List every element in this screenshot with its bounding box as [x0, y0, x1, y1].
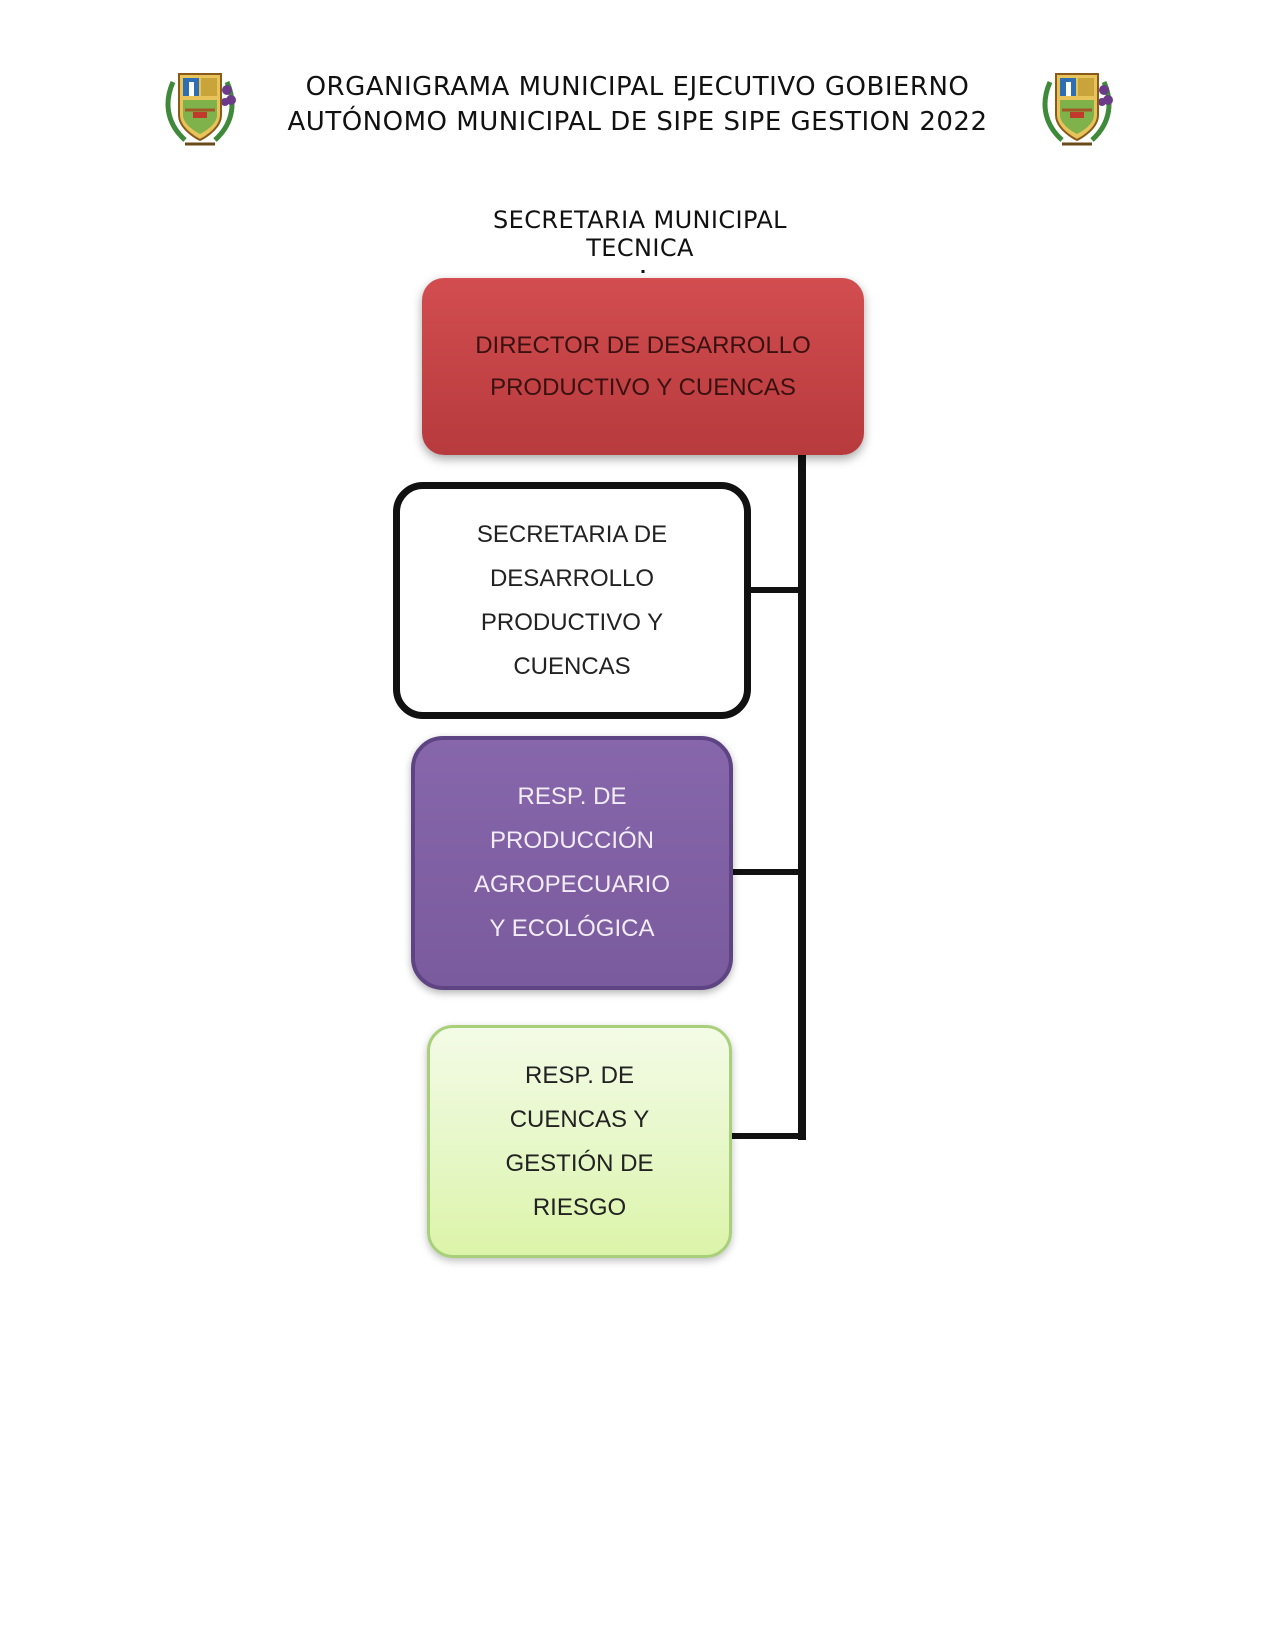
produccion-label-line1: RESP. DE — [517, 783, 627, 810]
secretaria-label-line3: PRODUCTIVO Y — [480, 608, 664, 636]
secretaria-label-line2: DESARROLLO — [489, 564, 655, 592]
produccion-box: RESP. DE PRODUCCIÓN AGROPECUARIO Y ECOLÓ… — [411, 736, 733, 990]
director-box: DIRECTOR DE DESARROLLO PRODUCTIVO Y CUEN… — [422, 278, 864, 455]
produccion-label-line3: AGROPECUARIO — [473, 871, 671, 898]
cuencas-label-line4: RIESGO — [532, 1193, 627, 1221]
director-label-line1: DIRECTOR DE DESARROLLO — [475, 331, 811, 359]
secretaria-label-line1: SECRETARIA DE — [476, 520, 668, 548]
secretaria-box: SECRETARIA DE DESARROLLO PRODUCTIVO Y CU… — [393, 482, 751, 719]
cuencas-box: RESP. DE CUENCAS Y GESTIÓN DE RIESGO — [427, 1025, 732, 1258]
produccion-label-line2: PRODUCCIÓN — [489, 827, 654, 854]
parent-unit-label-line2: TECNICA — [586, 234, 694, 262]
page-title-line1: ORGANIGRAMA MUNICIPAL EJECUTIVO GOBIERNO — [305, 72, 970, 102]
cuencas-label-line2: CUENCAS Y — [509, 1105, 650, 1133]
coat-of-arms-icon — [165, 73, 236, 146]
director-label-line2: PRODUCTIVO Y CUENCAS — [490, 373, 796, 401]
parent-unit-label-line1: SECRETARIA MUNICIPAL — [493, 206, 787, 234]
cuencas-label-line1: RESP. DE — [525, 1061, 634, 1089]
page-title-line2: AUTÓNOMO MUNICIPAL DE SIPE SIPE GESTION … — [287, 107, 988, 137]
coat-of-arms-icon — [1042, 73, 1113, 146]
produccion-label-line4: Y ECOLÓGICA — [489, 915, 655, 942]
cuencas-label-line3: GESTIÓN DE — [505, 1149, 654, 1177]
secretaria-label-line4: CUENCAS — [513, 652, 631, 680]
